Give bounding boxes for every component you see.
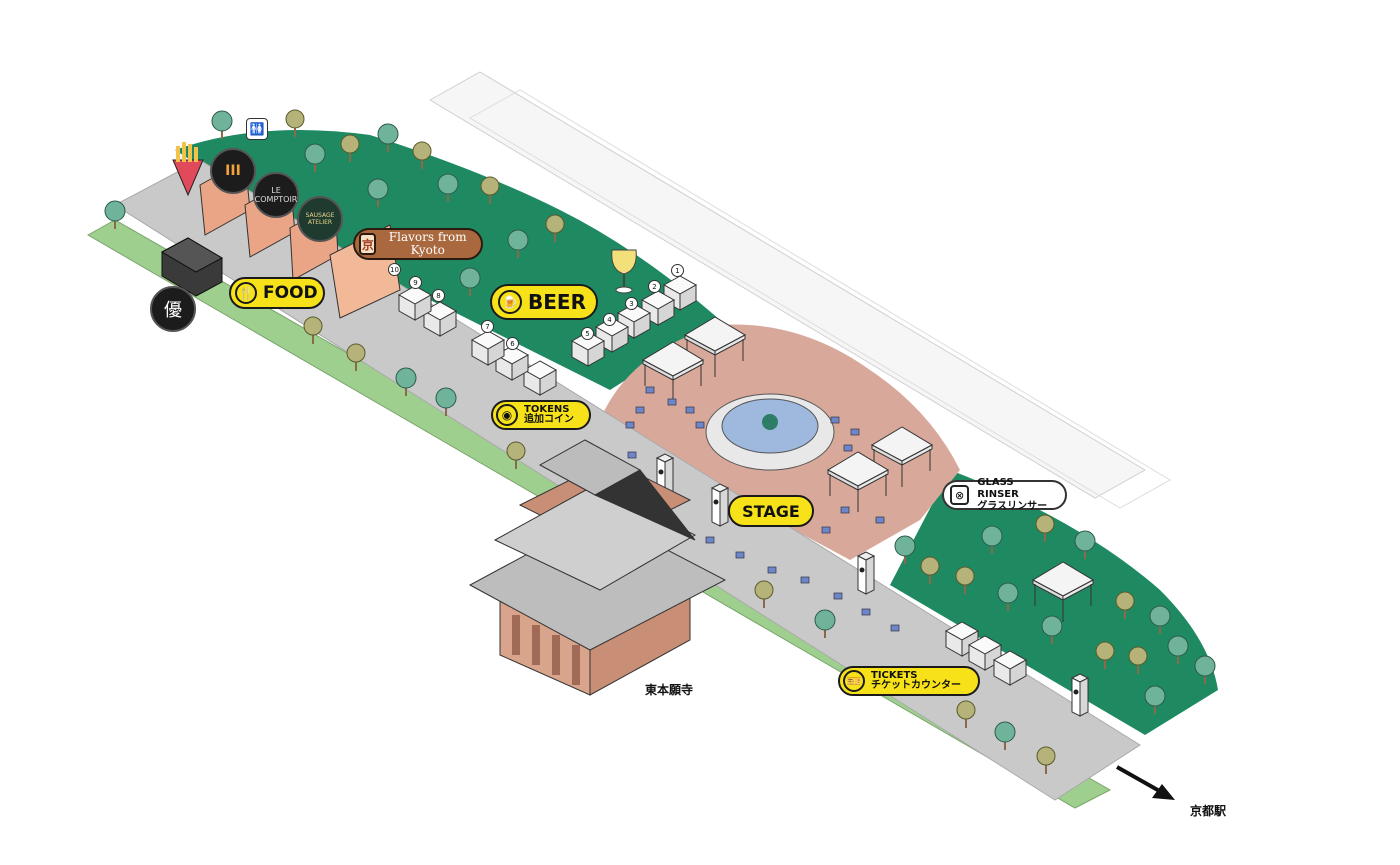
stage-text: STAGE — [742, 501, 800, 521]
fries-icon — [172, 142, 204, 197]
fountain — [705, 393, 835, 471]
food-zone-label[interactable]: 🍴 FOOD — [229, 277, 325, 309]
temple-gate — [468, 439, 727, 696]
stage-label[interactable]: STAGE — [728, 495, 814, 527]
station-arrow — [1116, 765, 1175, 800]
glass-rinser-line2: グラスリンサー — [977, 501, 1048, 512]
tokens-line2: 追加コイン — [524, 414, 574, 425]
tickets-line1: TICKETS — [871, 669, 918, 681]
token-coin-icon: ◉ — [496, 404, 518, 426]
restroom-icon: 🚻 — [246, 118, 268, 140]
booth-number: 4 — [603, 313, 616, 326]
fork-knife-icon: 🍴 — [235, 282, 257, 304]
booth-number: 1 — [671, 264, 684, 277]
vendor-logo-le-comptoir[interactable]: LE COMPTOIR — [253, 172, 299, 218]
food-label: FOOD — [263, 283, 318, 303]
food-truck — [160, 237, 224, 297]
rinser-icon: ⊗ — [950, 485, 970, 505]
tokens-line1: TOKENS — [524, 403, 570, 415]
booth-number: 3 — [625, 297, 638, 310]
background-street — [429, 71, 1146, 499]
tokens-label[interactable]: ◉ TOKENS 追加コイン — [491, 400, 591, 430]
flavors-from-kyoto-label[interactable]: 京 Flavors from Kyoto — [353, 228, 483, 260]
station-label: 京都駅 — [1190, 804, 1227, 818]
beer-zone-label[interactable]: 🍺 BEER — [490, 284, 598, 320]
vendor-logo-iii[interactable]: III — [210, 148, 256, 194]
booth-number: 9 — [409, 276, 422, 289]
vendor-logo-sausage-atelier[interactable]: SAUSAGE ATELIER — [297, 196, 343, 242]
background-street-2 — [469, 89, 1171, 509]
glass-rinser-label[interactable]: ⊗ GLASS RINSER グラスリンサー — [942, 477, 1067, 512]
glass-rinser-line1: GLASS RINSER — [977, 477, 1019, 500]
beer-label: BEER — [528, 290, 586, 314]
flavors-kanji-icon: 京 — [359, 233, 377, 255]
booth-number: 8 — [432, 289, 445, 302]
tickets-line2: チケットカウンター — [871, 680, 961, 691]
grass-south — [890, 470, 1218, 735]
booth-number: 5 — [581, 327, 594, 340]
temple-label: 東本願寺 — [645, 683, 694, 697]
vendor-logo-food-truck[interactable]: 優 — [150, 286, 196, 332]
beer-glass-label-icon: 🍺 — [498, 290, 522, 314]
booth-number: 6 — [506, 337, 519, 350]
tickets-label[interactable]: 🎫 TICKETS チケットカウンター — [838, 666, 980, 696]
grass-north — [175, 130, 720, 390]
flavors-line2: from Kyoto — [410, 230, 467, 257]
ticket-icon: 🎫 — [843, 670, 865, 692]
beer-glass-icon — [611, 249, 637, 294]
booth-number: 10 — [388, 263, 401, 276]
flavors-line1: Flavors — [388, 230, 435, 245]
booth-number: 2 — [648, 280, 661, 293]
booth-number: 7 — [481, 320, 494, 333]
